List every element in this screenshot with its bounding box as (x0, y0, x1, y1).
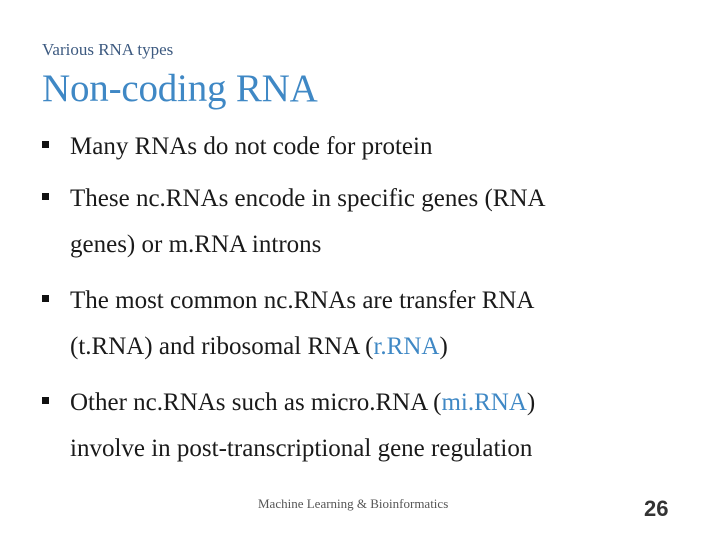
slide-title: Non-coding RNA (42, 67, 318, 110)
bullet-item: These nc.RNAs encode in specific genes (… (42, 176, 546, 268)
highlighted-term: r.RNA (373, 333, 440, 360)
square-bullet-icon (42, 295, 49, 302)
bullet-text-segment: Other nc.RNAs such as micro.RNA ( (70, 389, 442, 416)
square-bullet-icon (42, 397, 49, 404)
bullet-text-segment: ) (526, 389, 536, 416)
page-number: 26 (644, 496, 669, 521)
highlighted-term: mi.RNA (441, 389, 527, 416)
bullet-text-segment: (t.RNA) and ribosomal RNA ( (70, 333, 374, 360)
bullet-item: Many RNAs do not code for protein (42, 124, 432, 170)
bullet-line: involve in post-transcriptional gene reg… (70, 435, 533, 462)
bullet-text-segment: ) (439, 333, 448, 360)
bullet-line: Other nc.RNAs such as micro.RNA (mi.RNA) (70, 380, 535, 426)
bullet-item: The most common nc.RNAs are transfer RNA… (42, 278, 534, 370)
section-label: Various RNA types (42, 40, 174, 59)
square-bullet-icon (42, 141, 49, 148)
slide-footer: Machine Learning & Bioinformatics (258, 496, 449, 511)
bullet-text: Many RNAs do not code for protein (70, 133, 433, 160)
bullet-line: The most common nc.RNAs are transfer RNA (70, 287, 535, 314)
bullet-line: These nc.RNAs encode in specific genes (… (70, 185, 546, 212)
bullet-line: (t.RNA) and ribosomal RNA (r.RNA) (70, 324, 534, 370)
bullet-line: genes) or m.RNA introns (70, 231, 322, 258)
bullet-item: Other nc.RNAs such as micro.RNA (mi.RNA)… (42, 380, 535, 472)
square-bullet-icon (42, 193, 49, 200)
